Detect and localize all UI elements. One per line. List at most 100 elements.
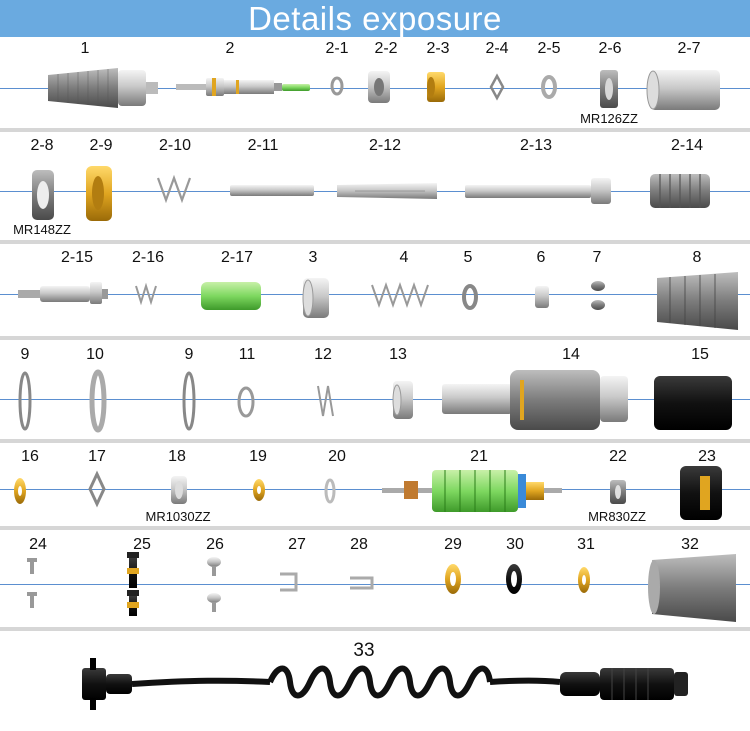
part-label: 2-7 [677, 40, 701, 57]
row-axis [0, 584, 750, 585]
part-2-10-spring [156, 174, 192, 204]
part-3 [302, 278, 329, 318]
part-23 [680, 466, 722, 520]
part-17 [88, 470, 106, 508]
part-2-12 [337, 183, 437, 199]
part-label: 13 [389, 346, 407, 363]
part-label: 2-5 [537, 40, 561, 57]
part-2-9 [86, 166, 112, 221]
part-18 [171, 476, 187, 504]
part-30 [506, 564, 522, 594]
part-label: 1 [80, 40, 90, 57]
part-15 [654, 376, 732, 430]
part-13 [392, 381, 413, 419]
part-label: 10 [86, 346, 104, 363]
row-separator [0, 336, 750, 340]
part-2-14 [650, 174, 710, 208]
part-label: 2 [225, 40, 235, 57]
part-24 [27, 558, 37, 608]
part-label: 2-9 [89, 137, 113, 154]
part-2-6 [600, 70, 618, 108]
part-label: 30 [506, 536, 524, 553]
part-2-1 [330, 76, 344, 96]
part-33-power-cable [82, 658, 688, 710]
part-2-7 [646, 70, 720, 110]
part-31 [578, 567, 590, 593]
part-label: 26 [206, 536, 224, 553]
part-12-spring [317, 385, 334, 417]
part-label: 2-16 [131, 249, 165, 266]
bearing-label: MR830ZZ [588, 509, 646, 524]
row-axis [0, 489, 750, 490]
part-32 [648, 554, 736, 622]
header-banner: Details exposure [0, 0, 750, 37]
part-label: 24 [29, 536, 47, 553]
part-5 [462, 284, 478, 310]
part-label: 8 [692, 249, 702, 266]
part-label: 15 [691, 346, 709, 363]
part-20 [324, 478, 336, 504]
part-27 [280, 572, 298, 592]
part-2 [176, 78, 310, 96]
part-label: 6 [536, 249, 546, 266]
part-label: 25 [133, 536, 151, 553]
part-4-spring [371, 281, 429, 309]
part-11 [237, 386, 255, 418]
part-10 [89, 369, 107, 433]
part-28 [350, 576, 374, 590]
part-label: 23 [698, 448, 716, 465]
part-label: 2-3 [426, 40, 450, 57]
part-label: 33 [353, 640, 375, 661]
part-2-17 [201, 282, 261, 310]
row-separator [0, 439, 750, 443]
row-separator [0, 627, 750, 631]
part-9-b [182, 371, 196, 431]
part-2-5 [541, 75, 557, 99]
part-7 [591, 281, 605, 310]
part-label: 5 [463, 249, 473, 266]
part-label: 4 [399, 249, 409, 266]
part-label: 9 [20, 346, 30, 363]
part-label: 18 [168, 448, 186, 465]
part-label: 16 [21, 448, 39, 465]
part-label: 2-14 [670, 137, 704, 154]
part-label: 2-2 [374, 40, 398, 57]
part-2-11 [230, 185, 314, 196]
part-22 [610, 480, 626, 504]
part-label: 20 [328, 448, 346, 465]
row-separator [0, 526, 750, 530]
part-label: 2-8 [30, 137, 54, 154]
part-16 [14, 478, 26, 504]
part-9 [18, 371, 32, 431]
row-separator [0, 240, 750, 244]
part-label: 17 [88, 448, 106, 465]
part-label: 31 [577, 536, 595, 553]
part-label: 2-4 [485, 40, 509, 57]
part-26 [207, 557, 221, 612]
part-29 [445, 564, 461, 594]
part-label: 32 [681, 536, 699, 553]
part-label: 2-11 [247, 137, 279, 154]
part-label: 2-15 [60, 249, 94, 266]
row-separator [0, 128, 750, 132]
page-title: Details exposure [248, 0, 502, 37]
row-axis [0, 399, 750, 400]
part-2-15 [18, 282, 108, 304]
part-label: 3 [308, 249, 318, 266]
part-label: 14 [562, 346, 580, 363]
part-2-16-spring [135, 282, 157, 306]
part-label: 7 [592, 249, 602, 266]
part-19 [253, 479, 265, 501]
part-label: 21 [470, 448, 488, 465]
part-label: 9 [184, 346, 194, 363]
part-2-2 [368, 71, 390, 103]
bearing-label: MR148ZZ [13, 222, 71, 237]
bearing-label: MR126ZZ [580, 111, 638, 126]
part-2-3 [427, 72, 445, 102]
part-25 [127, 552, 139, 616]
part-label: 2-6 [598, 40, 622, 57]
part-label: 2-10 [158, 137, 192, 154]
part-2-13 [465, 178, 611, 204]
part-21 [382, 470, 562, 512]
